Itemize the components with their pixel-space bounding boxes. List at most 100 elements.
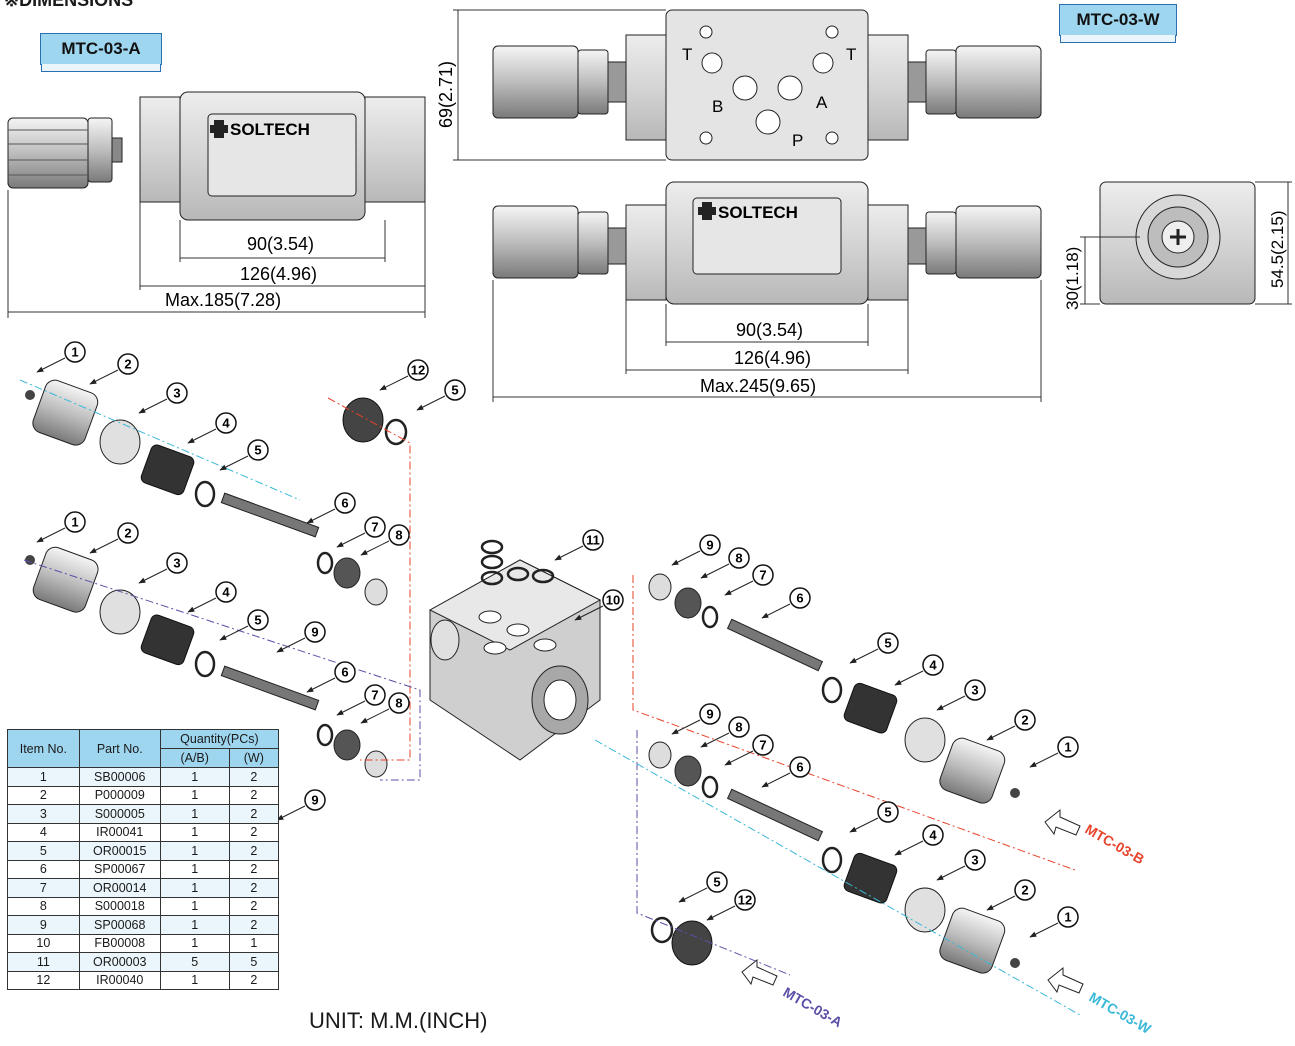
balloon-leader (678, 887, 708, 903)
dim-w-overall: 126(4.96) (734, 348, 811, 368)
cell-part: P000009 (78, 785, 161, 805)
cell-ab: 1 (159, 878, 230, 898)
balloon-circle (64, 511, 86, 533)
assembly-label-b: MTC-03-B (1083, 821, 1148, 868)
balloon-leader (936, 695, 966, 711)
part-balloons: 1234512567812345678991110987654321987654… (36, 341, 1079, 938)
dim-a-overall: 126(4.96) (240, 264, 317, 284)
balloon-circle (166, 382, 188, 404)
page-heading: ※DIMENSIONS (4, 0, 134, 10)
balloon-number: 6 (341, 496, 348, 511)
balloon-number: 5 (884, 805, 891, 820)
balloon-number: 5 (254, 613, 261, 628)
dim-a-max: Max.185(7.28) (165, 290, 281, 310)
balloon-circle (1014, 879, 1036, 901)
port-p: P (792, 131, 803, 150)
balloon-circle (789, 756, 811, 778)
balloon-circle (117, 353, 139, 375)
balloon-circle (1057, 906, 1079, 928)
balloon-circle (388, 692, 410, 714)
plug-part-12-top (342, 397, 408, 446)
balloon-leader (89, 538, 119, 554)
header-item-no: Item No. (7, 729, 80, 768)
cell-part: S000018 (78, 896, 161, 916)
soltech-logo-w: SOLTECH (698, 202, 798, 222)
header-qty-w: (W) (228, 748, 280, 768)
left-lower-parts (25, 546, 388, 778)
mtc-03-w-top-view: T T B A P 69(2.71) (436, 9, 1042, 161)
model-a-title: MTC-03-A (40, 33, 162, 72)
dim-side-height: 54.5(2.15) (1268, 211, 1287, 289)
balloon-number: 5 (254, 443, 261, 458)
balloon-leader (360, 540, 390, 556)
balloon-leader (306, 508, 336, 524)
header-qty-ab: (A/B) (159, 748, 230, 768)
balloon-number: 7 (759, 738, 766, 753)
cell-ab: 1 (159, 841, 230, 861)
assembly-label-w: MTC-03-W (1087, 989, 1155, 1037)
balloon-circle (964, 679, 986, 701)
balloon-number: 4 (929, 658, 937, 673)
balloon-number: 7 (759, 568, 766, 583)
balloon-number: 12 (411, 363, 425, 378)
dim-w-max: Max.245(9.65) (700, 376, 816, 396)
cell-ab: 5 (159, 952, 230, 972)
cell-ab: 1 (159, 896, 230, 916)
balloon-leader (138, 568, 168, 584)
balloon-circle (388, 524, 410, 546)
balloon-number: 2 (1021, 883, 1028, 898)
cell-part: FB00008 (78, 933, 161, 953)
dim-w-body: 90(3.54) (736, 320, 803, 340)
cell-w: 1 (228, 933, 280, 953)
balloon-leader (219, 455, 249, 471)
balloon-number: 7 (371, 520, 378, 535)
balloon-number: 9 (706, 707, 713, 722)
balloon-number: 6 (796, 591, 803, 606)
balloon-circle (752, 734, 774, 756)
balloon-leader (276, 637, 306, 653)
cell-part: OR00003 (78, 952, 161, 972)
cell-part: SP00067 (78, 859, 161, 879)
balloon-number: 9 (706, 538, 713, 553)
mtc-03-a-side-view: SOLTECH 90(3.54) 126(4.96) Max.185(7.28) (7, 91, 426, 318)
cell-w: 2 (228, 841, 280, 861)
balloon-leader (336, 700, 366, 716)
cell-part: S000005 (78, 804, 161, 824)
balloon-number: 3 (971, 683, 978, 698)
cell-ab: 1 (159, 804, 230, 824)
balloon-circle (247, 439, 269, 461)
port-t-left: T (682, 45, 692, 64)
cell-item: 3 (7, 804, 80, 824)
balloon-number: 1 (1064, 910, 1071, 925)
balloon-number: 5 (451, 383, 458, 398)
cell-w: 2 (228, 878, 280, 898)
balloon-circle (752, 564, 774, 586)
cell-w: 2 (228, 896, 280, 916)
header-part-no: Part No. (78, 729, 161, 768)
cell-item: 8 (7, 896, 80, 916)
balloon-leader (1029, 922, 1059, 938)
cell-ab: 1 (159, 915, 230, 935)
balloon-leader (1029, 752, 1059, 768)
balloon-circle (699, 534, 721, 556)
balloon-leader (849, 648, 879, 664)
balloon-circle (64, 341, 86, 363)
balloon-leader (219, 625, 249, 641)
balloon-circle (699, 703, 721, 725)
cell-part: OR00015 (78, 841, 161, 861)
balloon-circle (364, 684, 386, 706)
balloon-leader (36, 527, 66, 543)
balloon-circle (1014, 709, 1036, 731)
soltech-logo-a: SOLTECH (210, 120, 310, 139)
balloon-circle (922, 824, 944, 846)
cell-w: 2 (228, 822, 280, 842)
cell-item: 12 (7, 970, 80, 990)
